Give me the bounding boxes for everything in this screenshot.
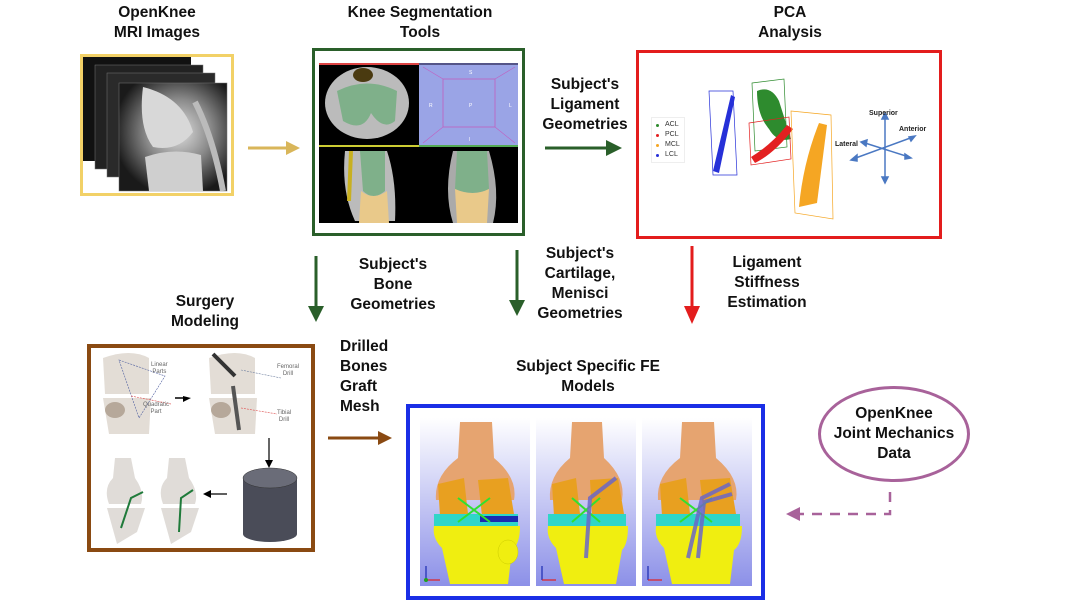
view-label-p: P: [469, 103, 473, 109]
quadratic-part-annotation: Quadratic Part: [143, 402, 170, 415]
segmentation-tools-box: S R P L I: [312, 48, 525, 236]
ligament-geometries-label: Subject's Ligament Geometries: [542, 76, 628, 133]
legend-item-mcl: MCL: [656, 140, 680, 150]
surgery-modeling-image: [103, 352, 298, 544]
surgery-modeling-box: Linear Parts Quadratic Part Femoral Dril…: [87, 344, 315, 552]
view-label-s: S: [469, 70, 473, 76]
cartilage-geometries-label: Subject's Cartilage, Menisci Geometries: [537, 245, 623, 322]
lcl-shape: [708, 90, 738, 176]
fe-model-single-bundle: [536, 418, 636, 586]
arrow-segmentation-to-fe: [509, 250, 525, 316]
mri-images-box: [80, 54, 234, 196]
ligament-geometries-plot: [708, 78, 917, 220]
arrow-mechanics-to-fe: [786, 492, 892, 521]
femoral-drill-annotation: Femoral Drill: [277, 364, 300, 377]
segmentation-title: Knee Segmentation Tools: [347, 4, 493, 41]
legend-item-lcl: LCL: [656, 150, 680, 160]
pca-title: PCA Analysis: [758, 4, 822, 41]
axis-label-anterior: Anterior: [899, 126, 927, 133]
arrow-down-icon: [265, 460, 273, 468]
arrow-surgery-to-fe: [328, 431, 392, 445]
fe-model-double-bundle: [642, 418, 752, 586]
axis-label-superior: Superior: [869, 110, 898, 117]
view-label-l: L: [509, 103, 512, 109]
segmentation-views-image: S R P L I: [319, 63, 518, 223]
pca-analysis-box: ACL PCL MCL LCL Superior An: [636, 50, 942, 239]
linear-parts-annotation: Linear Parts: [151, 362, 168, 375]
fe-models-box: [406, 404, 765, 600]
fe-models-image: [420, 418, 752, 586]
axis-label-lateral: Lateral: [835, 141, 858, 148]
legend-item-pcl: PCL: [656, 130, 680, 140]
mri-title: OpenKnee MRI Images: [113, 4, 201, 41]
legend-item-acl: ACL: [656, 120, 680, 130]
arrow-pca-to-fe: [684, 246, 700, 324]
knee-graft-illustration: [106, 458, 199, 544]
drilled-bones-label: Drilled Bones Graft Mesh: [340, 338, 389, 415]
view-label-r: R: [429, 103, 433, 109]
tibial-drill-annotation: Tibial Drill: [277, 410, 292, 423]
acl-shape: [751, 78, 791, 152]
anatomical-axes: [849, 111, 917, 185]
surgery-title: Surgery Modeling: [170, 293, 240, 330]
ligament-legend: ACL PCL MCL LCL: [651, 117, 685, 163]
arrow-left-icon: [203, 490, 211, 498]
knee-fit-illustration: [103, 353, 172, 434]
mcl-shape: [790, 110, 834, 220]
joint-mechanics-data-node: OpenKnee Joint Mechanics Data: [818, 386, 970, 482]
arrow-segmentation-to-surgery: [308, 256, 324, 322]
arrow-mri-to-segmentation: [248, 141, 300, 155]
drilled-knee-illustration: [209, 352, 282, 434]
fe-models-title: Subject Specific FE Models: [516, 358, 660, 395]
mri-stack-image: [83, 57, 228, 192]
fe-model-intact: [420, 418, 530, 586]
pcl-shape: [748, 116, 793, 166]
arrow-segmentation-to-pca: [545, 140, 622, 156]
bone-geometries-label: Subject's Bone Geometries: [350, 256, 436, 313]
graft-mesh-cylinder: [242, 467, 298, 542]
view-label-i: I: [469, 137, 470, 143]
ligament-stiffness-label: Ligament Stiffness Estimation: [727, 254, 807, 311]
joint-mechanics-title: OpenKnee Joint Mechanics Data: [833, 405, 955, 462]
